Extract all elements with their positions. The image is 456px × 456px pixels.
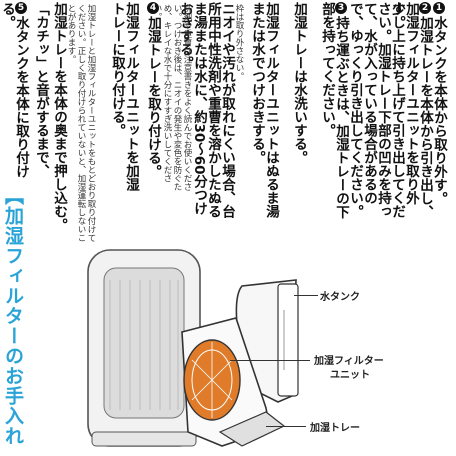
- step-text: 「カチッ」と音がするまで、: [33, 2, 49, 178]
- note-text: 加湿トレーと加湿フィルターユニットをもとどおり取り付けてください。正しく取り付け…: [66, 4, 96, 242]
- step-5: 5水タンクを本体に取り付ける。: [0, 2, 29, 186]
- step-3-frame-note: 枠は取り外さない。: [234, 4, 244, 94]
- step-text: 加湿トレーは水洗いする。: [291, 2, 307, 164]
- step-text: 少し上に持ち上げて引き出してください。加湿トレー下部の凹みを持って、水が入ってい…: [347, 2, 405, 218]
- step-text: 水タンクを本体から取り外す。: [431, 16, 447, 205]
- step-text: ニオイや汚れが取れにくい場合、台所用中性洗剤や重曹を溶かしたぬるま湯または水に、…: [177, 2, 235, 218]
- step-3-caution: 洗剤や重曹は注意書きをよく読んでお使いください。つけおき後は、ニオイの発生や変色…: [152, 4, 192, 194]
- step-text: 加湿トレーを取り付ける。: [145, 16, 161, 178]
- leader-line-tray: [266, 426, 306, 427]
- step-number: 1: [433, 2, 445, 14]
- step-text: 水タンクを本体に取り付ける。: [0, 2, 29, 178]
- step-text: 加湿トレーを本体から引き出し、加湿フィルターユニットを取り外す。: [389, 2, 433, 219]
- step-text: 加湿トレーを本体の奥まで押し込む。: [51, 2, 67, 232]
- step-4-filter: 加湿フィルターユニットを加湿トレーに取り付ける。: [98, 2, 139, 202]
- humidifier-body: [87, 249, 201, 447]
- leader-line-tank: [294, 295, 318, 296]
- filter-unit: [183, 339, 241, 421]
- step-4-click: 「カチッ」と音がするまで、: [30, 2, 49, 192]
- humidifier-illustration: [87, 249, 299, 447]
- note-text: 枠は取り外さない。: [234, 4, 244, 81]
- label-tray: 加湿トレー: [310, 423, 360, 434]
- label-water-tank: 水タンク: [320, 292, 360, 303]
- step-number: 3: [335, 2, 347, 14]
- step-3-soak: 加湿フィルターユニットはぬるま湯または水でつけおきする。: [244, 2, 279, 228]
- step-text: 加湿フィルターユニットはぬるま湯または水でつけおきする。: [249, 2, 279, 218]
- step-text: 持ち運ぶときは、加湿トレーの下部を持ってください。: [319, 2, 349, 219]
- step-1: 1 水タンクを本体から取り外す。: [431, 2, 447, 228]
- label-filter-unit-line2: ユニット: [330, 370, 370, 381]
- step-text: 加湿フィルターユニットを加湿トレーに取り付ける。: [109, 2, 139, 191]
- leader-line-filter: [230, 360, 310, 361]
- label-filter-unit-line1: 加湿フィルター: [314, 356, 384, 367]
- step-number: 4: [147, 2, 159, 14]
- step-3: 3持ち運ぶときは、加湿トレーの下部を持ってください。: [306, 2, 349, 228]
- step-4: 4 加湿トレーを取り付ける。: [140, 2, 161, 202]
- step-3-detergent: ニオイや汚れが取れにくい場合、台所用中性洗剤や重曹を溶かしたぬるま湯または水に、…: [177, 2, 235, 228]
- step-4-push: 加湿トレーを本体の奥まで押し込む。: [50, 2, 67, 302]
- page-title: 【加湿フィルターのお手入れ方法】: [2, 186, 24, 446]
- step-2-note: 少し上に持ち上げて引き出してください。加湿トレー下部の凹みを持って、水が入ってい…: [347, 2, 405, 228]
- step-4-caution: 加湿トレーと加湿フィルターユニットをもとどおり取り付けてください。正しく取り付け…: [66, 4, 96, 244]
- step-number: 2: [419, 2, 431, 14]
- step-2: 2加湿トレーを本体から引き出し、加湿フィルターユニットを取り外す。: [389, 2, 433, 228]
- step-number: 5: [15, 2, 27, 14]
- step-3-wash: 加湿トレーは水洗いする。: [278, 2, 307, 228]
